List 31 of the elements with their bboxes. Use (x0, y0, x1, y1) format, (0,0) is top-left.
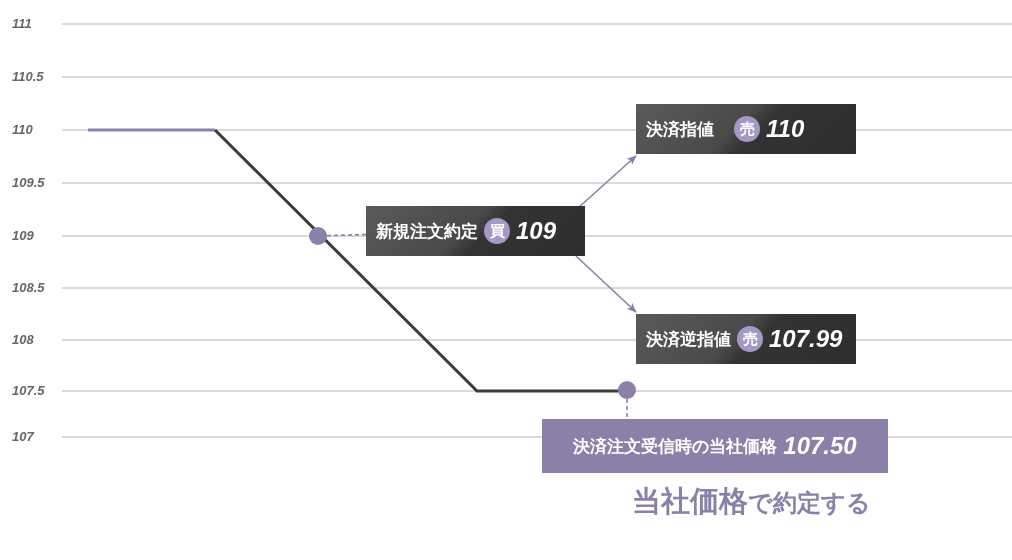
order-label: 決済注文受信時の当社価格 (573, 435, 778, 458)
order-type-badge: 売 (737, 326, 763, 352)
marker-dot (309, 227, 327, 245)
dashed-connector (326, 233, 367, 237)
axis-tick-label: 108.5 (12, 280, 45, 296)
order-box (636, 314, 856, 364)
axis-tick-label: 110.5 (12, 69, 44, 85)
order-label: 新規注文約定 (376, 220, 478, 243)
order-label: 決済指値 (646, 118, 714, 141)
dashed-connector (626, 398, 628, 420)
order-box (366, 206, 585, 256)
price-box (542, 419, 888, 473)
price-value: 107.50 (783, 432, 857, 460)
axis-tick-label: 107.5 (12, 383, 45, 399)
axis-tick-label: 111 (12, 16, 32, 32)
marker-dot (618, 381, 636, 399)
arrow (575, 255, 637, 313)
order-label: 決済逆指値 (646, 328, 731, 351)
axis-tick-label: 109.5 (12, 175, 45, 191)
note-text: 当社価格で約定する (632, 484, 871, 519)
axis-tick-label: 109 (12, 228, 34, 244)
axis-tick-label: 110 (12, 122, 33, 138)
arrow (577, 155, 637, 209)
order-type-badge: 買 (484, 218, 510, 244)
axis-tick-label: 108 (12, 332, 34, 348)
price-value: 110 (766, 115, 805, 143)
axis-tick-label: 107 (12, 429, 34, 445)
price-value: 107.99 (769, 325, 843, 353)
order-box (636, 104, 856, 154)
order-type-badge: 売 (734, 116, 760, 142)
price-value: 109 (516, 217, 557, 245)
